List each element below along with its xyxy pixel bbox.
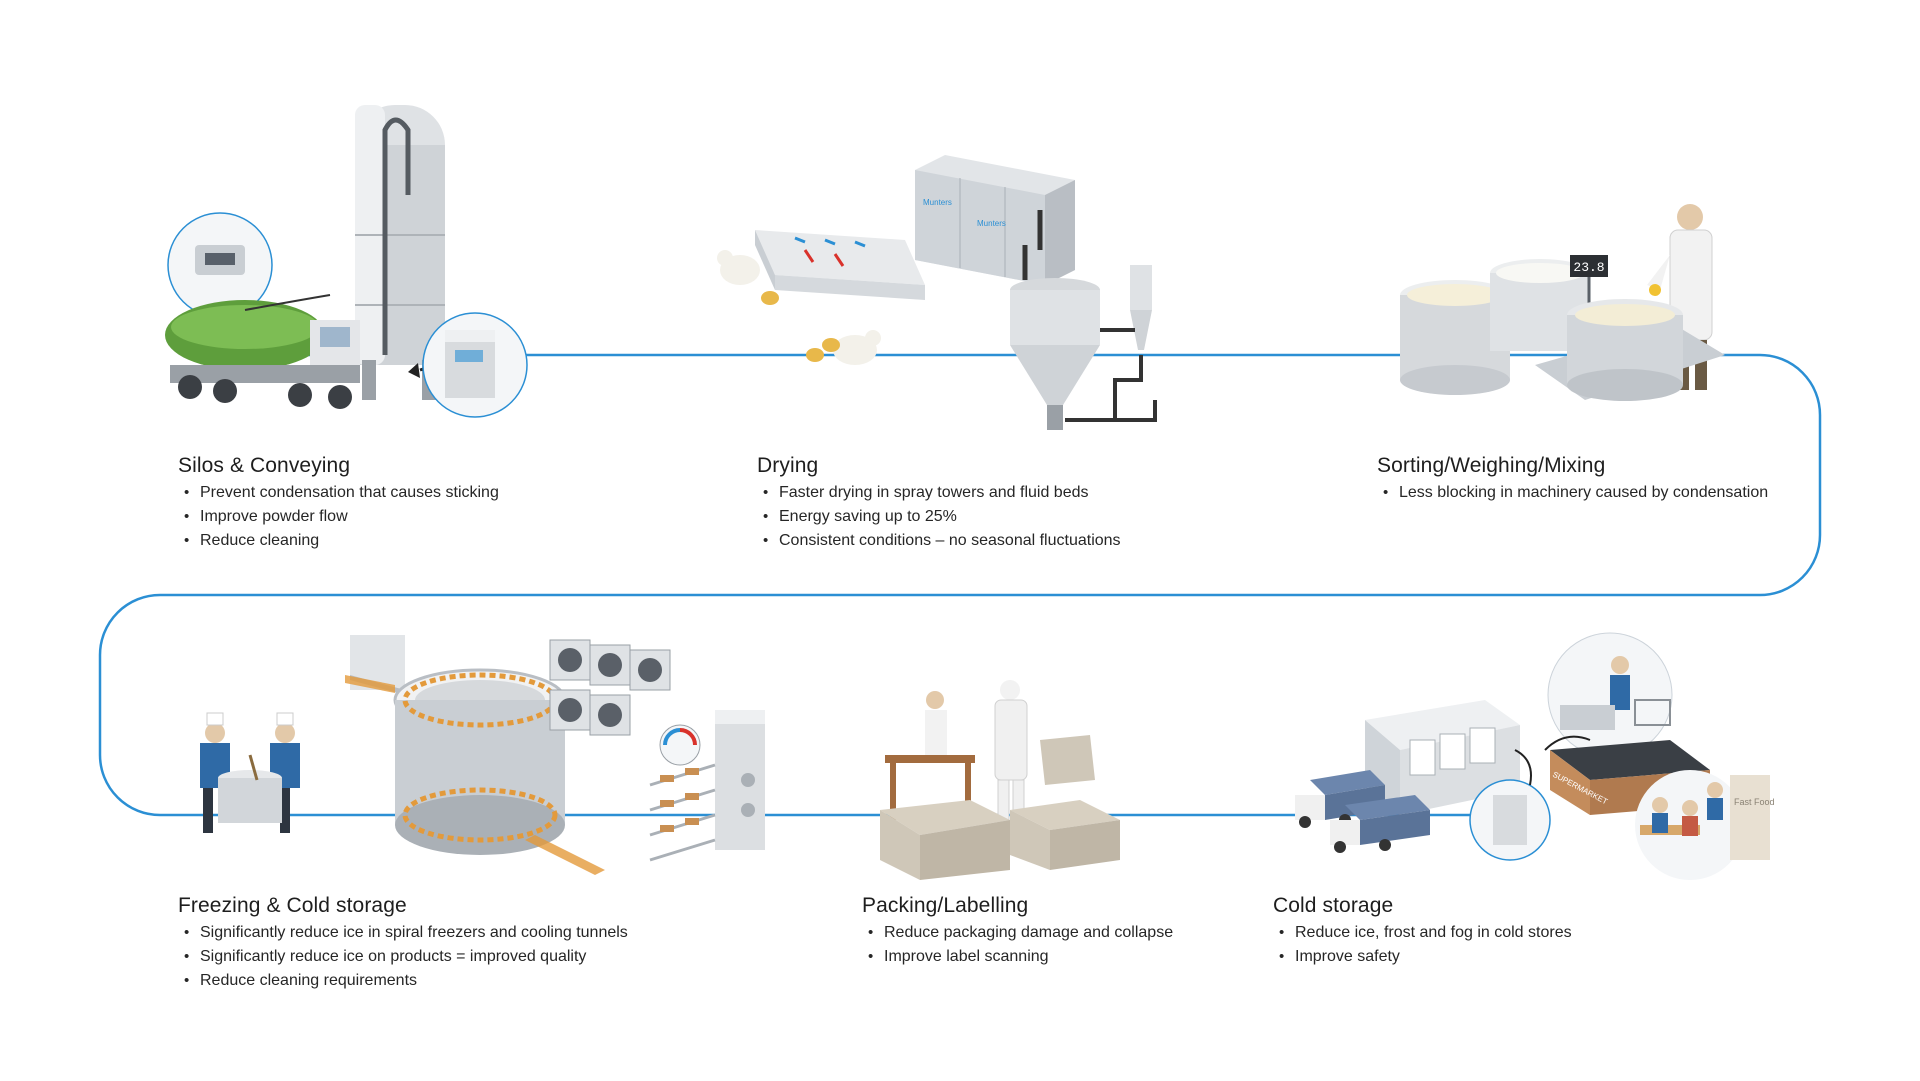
stage-drying: Drying Faster drying in spray towers and… [757,453,1121,553]
stage-title: Freezing & Cold storage [178,894,407,917]
stage-title: Silos & Conveying [178,454,351,477]
bullet-list: Less blocking in machinery caused by con… [1377,481,1768,505]
silo-truck-icon [165,105,528,418]
bullet-list: Reduce packaging damage and collapse Imp… [862,921,1173,969]
bullet-item: Significantly reduce ice in spiral freez… [178,921,628,945]
stage-title: Cold storage [1273,894,1394,917]
bullet-item: Reduce cleaning [178,529,499,553]
stage-cold-storage: Cold storage Reduce ice, frost and fog i… [1273,893,1572,969]
stage-silos: Silos & Conveying Prevent condensation t… [178,453,499,553]
bullet-item: Faster drying in spray towers and fluid … [757,481,1121,505]
bullet-list: Reduce ice, frost and fog in cold stores… [1273,921,1572,969]
scale-readout: 23.8 [1573,260,1604,275]
bullet-item: Improve powder flow [178,505,499,529]
bullet-item: Reduce cleaning requirements [178,969,628,993]
bullet-item: Improve label scanning [862,945,1173,969]
bullet-item: Consistent conditions – no seasonal fluc… [757,529,1121,553]
cold-store-icon: SUPERMARKET Fast Food [1295,632,1775,880]
bullet-list: Prevent condensation that causes stickin… [178,481,499,553]
flow-path [98,353,1822,817]
bullet-item: Improve safety [1273,945,1572,969]
spiral-freezer-icon [200,635,765,875]
bullet-list: Significantly reduce ice in spiral freez… [178,921,628,993]
bullet-item: Less blocking in machinery caused by con… [1377,481,1768,505]
mixing-scale-icon: 23.8 [1400,204,1725,401]
packing-boxes-icon [880,680,1120,880]
stage-sorting: Sorting/Weighing/Mixing Less blocking in… [1377,453,1768,505]
bullet-item: Reduce packaging damage and collapse [862,921,1173,945]
bullet-item: Energy saving up to 25% [757,505,1121,529]
svg-text:Munters: Munters [923,198,952,207]
bullet-item: Prevent condensation that causes stickin… [178,481,499,505]
stage-packing: Packing/Labelling Reduce packaging damag… [862,893,1173,969]
spray-dryer-icon: Munters Munters [717,155,1157,430]
stage-title: Sorting/Weighing/Mixing [1377,454,1606,477]
stage-title: Drying [757,454,819,477]
bullet-list: Faster drying in spray towers and fluid … [757,481,1121,553]
stage-title: Packing/Labelling [862,894,1029,917]
bullet-item: Reduce ice, frost and fog in cold stores [1273,921,1572,945]
fast-food-sign: Fast Food [1734,797,1775,807]
stage-freezing: Freezing & Cold storage Significantly re… [178,893,628,993]
bullet-item: Significantly reduce ice on products = i… [178,945,628,969]
svg-text:Munters: Munters [977,219,1006,228]
